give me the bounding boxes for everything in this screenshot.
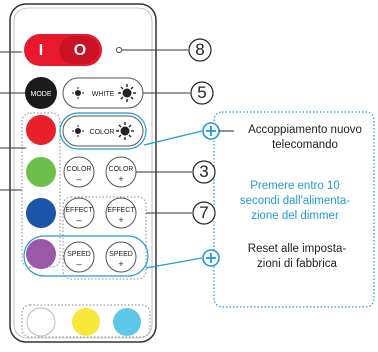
svg-text:COLOR: COLOR <box>90 129 115 136</box>
effect-speed-group <box>62 196 147 280</box>
svg-text:EFFECT: EFFECT <box>107 207 135 214</box>
callout-7-label: 7 <box>199 203 209 222</box>
sun-large-icon <box>118 84 136 102</box>
red-button[interactable] <box>26 115 56 145</box>
sun-small-icon <box>72 125 84 137</box>
svg-text:SPEED: SPEED <box>67 251 91 258</box>
svg-text:COLOR: COLOR <box>67 166 92 173</box>
led-indicator <box>115 46 123 54</box>
svg-text:–: – <box>76 174 81 184</box>
timing-line1: Premere entro 10 <box>250 180 340 192</box>
color-brightness-button[interactable]: COLOR <box>62 115 144 147</box>
power-on-glyph: O <box>74 42 86 59</box>
callout-3 <box>192 160 216 184</box>
timing-line3: zione del dimmer <box>251 210 339 222</box>
reset-note: Reset alle imposta- zioni di fabbrica <box>222 242 372 272</box>
mode-button[interactable]: MODE <box>25 77 57 109</box>
pairing-note: Accoppiamento nuovo telecomando <box>232 123 378 153</box>
white-button[interactable] <box>26 307 56 337</box>
svg-text:COLOR: COLOR <box>109 166 134 173</box>
sun-small-icon <box>72 87 84 99</box>
reset-highlight <box>23 235 149 277</box>
timing-line2: secondi dall'alimenta- <box>239 195 351 207</box>
callout-8-label: 8 <box>195 40 205 59</box>
pairing-line1: Accoppiamento nuovo <box>248 124 362 136</box>
svg-text:SPEED: SPEED <box>109 251 133 258</box>
plus-icon <box>202 249 220 267</box>
effect-minus-button[interactable]: EFFECT – <box>63 197 95 229</box>
plus-icon <box>202 122 220 140</box>
info-box <box>213 111 375 308</box>
callout-3-label: 3 <box>199 162 209 181</box>
callout-5 <box>190 81 214 105</box>
purple-button[interactable] <box>26 239 56 269</box>
reset-line1: Reset alle imposta- <box>247 243 347 255</box>
cyan-button[interactable] <box>113 308 141 336</box>
pairing-link <box>143 130 203 146</box>
remote-body-inner <box>13 7 153 339</box>
power-switch[interactable]: I O <box>24 34 102 66</box>
color-minus-button[interactable]: COLOR – <box>63 156 95 188</box>
green-button[interactable] <box>26 157 56 187</box>
svg-text:+: + <box>118 174 123 184</box>
speed-minus-button[interactable]: SPEED – <box>63 241 95 273</box>
svg-text:–: – <box>76 215 81 225</box>
reset-link <box>145 257 203 269</box>
callout-5-label: 5 <box>197 83 207 102</box>
power-off-glyph: I <box>39 42 43 59</box>
timing-note: Premere entro 10 secondi dall'alimenta- … <box>220 179 370 224</box>
color-plus-button[interactable]: COLOR + <box>105 156 137 188</box>
yellow-button[interactable] <box>72 308 100 336</box>
pairing-highlight <box>59 112 147 150</box>
svg-text:+: + <box>118 259 123 269</box>
svg-text:EFFECT: EFFECT <box>65 207 93 214</box>
sun-large-icon <box>116 122 134 140</box>
callout-8 <box>188 38 212 62</box>
pairing-line2: telecomando <box>272 139 338 151</box>
bottom-row-group <box>21 304 151 338</box>
svg-text:+: + <box>118 215 123 225</box>
effect-plus-button[interactable]: EFFECT + <box>105 197 137 229</box>
speed-plus-button[interactable]: SPEED + <box>105 241 137 273</box>
svg-text:–: – <box>76 259 81 269</box>
svg-text:WHITE: WHITE <box>92 91 115 98</box>
blue-button[interactable] <box>26 198 56 228</box>
callout-7 <box>192 201 216 225</box>
white-brightness-button[interactable]: WHITE <box>62 77 144 109</box>
svg-text:MODE: MODE <box>31 91 52 98</box>
reset-line2: zioni di fabbrica <box>257 258 337 270</box>
